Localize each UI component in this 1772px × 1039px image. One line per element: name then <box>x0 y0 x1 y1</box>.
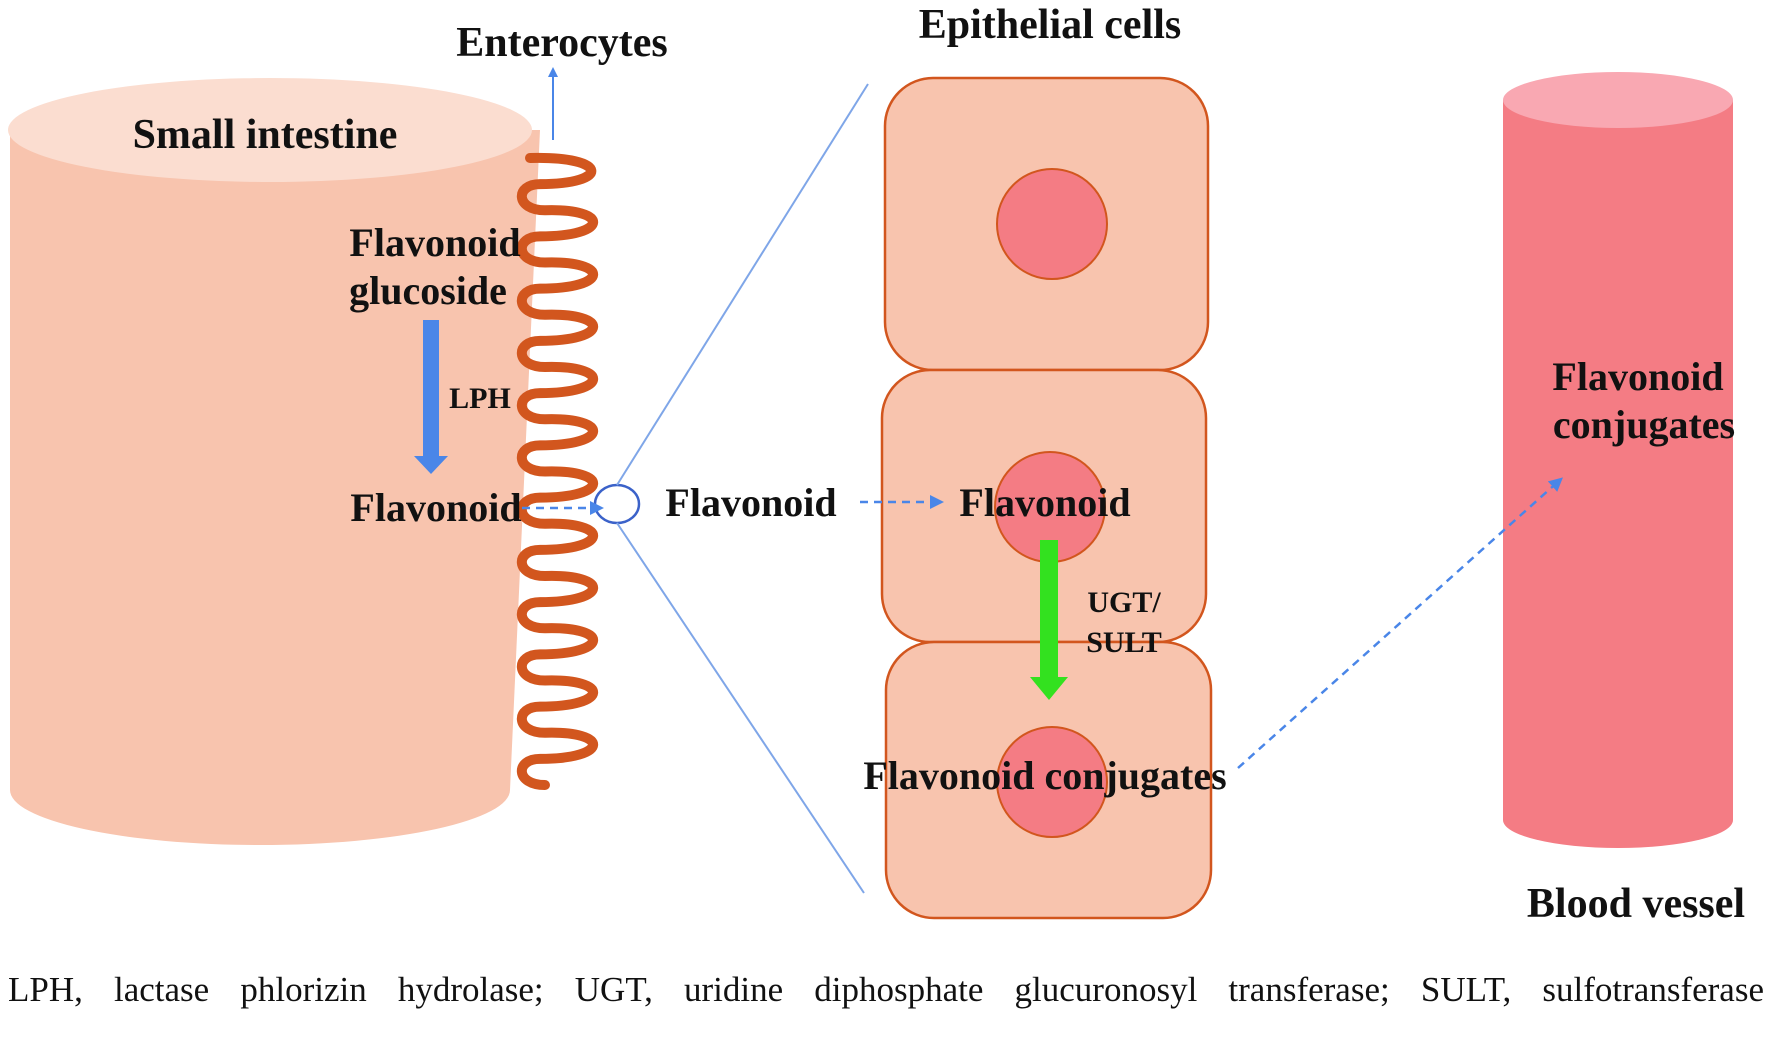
flavonoid-cell-label: Flavonoid <box>959 480 1130 525</box>
epithelial-cells-label: Epithelial cells <box>919 2 1182 48</box>
figure-caption: LPH, lactase phlorizin hydrolase; UGT, u… <box>8 970 1764 1009</box>
nucleus-bottom <box>996 726 1108 838</box>
ugt-label-line1: UGT/ <box>1087 586 1161 619</box>
ugt-sult-arrow <box>1030 540 1068 700</box>
dashed-arrow-to-vessel <box>1237 477 1563 769</box>
flavonoid-conjugates-vessel-label-line2: conjugates <box>1553 402 1735 447</box>
sult-label-line2: SULT <box>1086 626 1162 659</box>
villi-wave <box>516 152 598 790</box>
intestine-top <box>8 78 532 182</box>
zoom-line-bottom <box>616 522 865 894</box>
blood-vessel-label: Blood vessel <box>1527 881 1745 927</box>
vessel-body <box>1503 100 1733 848</box>
flavonoid-lumen-label: Flavonoid <box>350 485 521 530</box>
flavonoid-middle-label: Flavonoid <box>665 480 836 525</box>
flavonoid-conjugates-vessel-label-line1: Flavonoid <box>1552 354 1723 399</box>
zoom-circle <box>593 483 641 525</box>
intestine-body <box>10 130 540 845</box>
small-intestine-label: Small intestine <box>133 112 398 158</box>
blood-vessel <box>1503 72 1733 848</box>
lph-label: LPH <box>449 382 511 415</box>
flavonoid-glucoside-label-line2: glucoside <box>349 268 507 313</box>
zoom-line-top <box>616 83 869 486</box>
small-intestine-cylinder <box>8 78 540 845</box>
flavonoid-glucoside-label-line1: Flavonoid <box>349 220 520 265</box>
flavonoid-conjugates-cell-label: Flavonoid conjugates <box>863 753 1226 798</box>
lph-arrow <box>414 320 448 474</box>
nucleus-top <box>996 168 1108 280</box>
vessel-top <box>1503 72 1733 128</box>
epithelial-cells <box>880 76 1213 920</box>
enterocytes-label: Enterocytes <box>456 20 668 66</box>
